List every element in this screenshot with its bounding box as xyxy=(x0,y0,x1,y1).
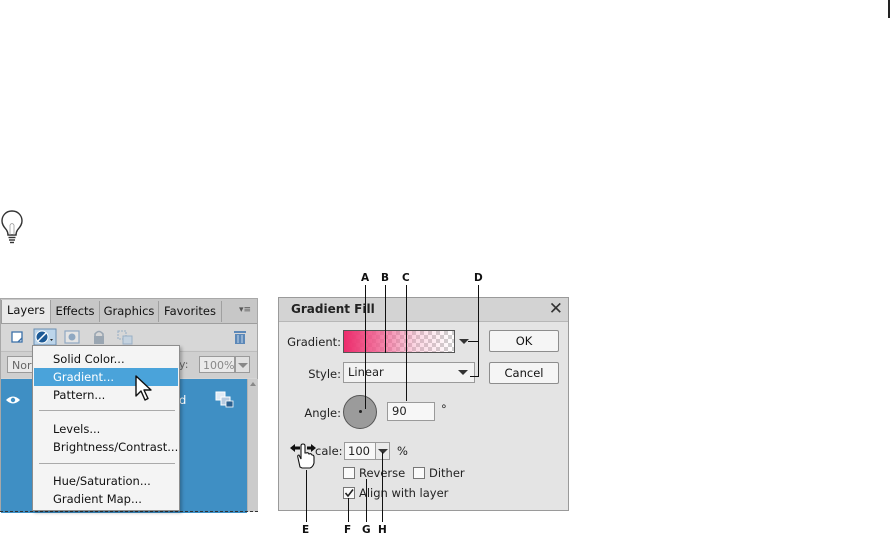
opacity-label: y: xyxy=(179,358,189,371)
adjustment-layer-icon[interactable] xyxy=(33,328,57,346)
mouse-pointer-icon xyxy=(135,375,152,401)
dither-label: Dither xyxy=(429,466,465,480)
callout-a: A xyxy=(361,272,370,284)
gradient-label: Gradient: xyxy=(287,335,341,349)
callout-f-line xyxy=(348,498,349,522)
layer-mask-icon[interactable] xyxy=(63,328,81,346)
callout-g-line xyxy=(366,479,367,522)
dialog-titlebar[interactable]: Gradient Fill ✕ xyxy=(279,298,568,322)
cancel-button[interactable]: Cancel xyxy=(489,362,559,384)
lock-icon[interactable] xyxy=(90,328,108,346)
menu-separator xyxy=(39,463,175,464)
callout-a-line xyxy=(365,285,366,409)
menu-item-solid-color[interactable]: Solid Color... xyxy=(53,352,125,366)
new-layer-icon[interactable] xyxy=(9,328,27,346)
chevron-down-icon xyxy=(458,370,468,375)
scroll-up-icon[interactable] xyxy=(250,382,256,386)
layer-name: d xyxy=(179,393,187,407)
callout-d-branch-1 xyxy=(468,341,479,342)
angle-dial-center xyxy=(359,410,362,413)
blend-mode-select[interactable]: Nor xyxy=(7,356,37,373)
panel-cut-line xyxy=(0,511,258,512)
page-edge-mark xyxy=(888,0,890,18)
scale-unit: % xyxy=(397,444,408,458)
scale-input[interactable]: 100 xyxy=(344,442,376,460)
gradient-dropdown-icon[interactable] xyxy=(459,339,469,344)
menu-item-levels[interactable]: Levels... xyxy=(53,422,101,436)
callout-g: G xyxy=(362,524,371,536)
callout-d: D xyxy=(474,272,483,284)
callout-b-line xyxy=(385,285,386,353)
menu-item-pattern[interactable]: Pattern... xyxy=(53,388,106,402)
menu-item-hue-saturation[interactable]: Hue/Saturation... xyxy=(53,474,151,488)
angle-label: Angle: xyxy=(304,406,341,420)
adjustment-layer-menu: Solid Color... Gradient... Pattern... Le… xyxy=(32,345,180,511)
callout-c-line xyxy=(406,285,407,401)
callout-h-line xyxy=(382,452,383,522)
callout-d-branch-2 xyxy=(470,376,479,377)
tab-layers[interactable]: Layers xyxy=(1,300,51,323)
tab-effects[interactable]: Effects xyxy=(51,301,100,322)
tab-graphics[interactable]: Graphics xyxy=(100,301,159,322)
menu-item-gradient[interactable]: Gradient... xyxy=(34,368,178,386)
opacity-input[interactable]: 100% xyxy=(199,356,235,373)
angle-unit: ° xyxy=(441,402,447,416)
dither-checkbox[interactable] xyxy=(413,467,425,479)
style-label: Style: xyxy=(308,367,341,381)
callout-e-line xyxy=(306,470,307,522)
scrubby-hand-cursor-icon xyxy=(290,443,316,469)
trash-icon[interactable] xyxy=(231,328,249,346)
gradient-swatch[interactable] xyxy=(343,330,455,353)
link-icon[interactable] xyxy=(116,328,134,346)
chevron-down-icon xyxy=(238,363,248,368)
callout-e: E xyxy=(302,524,310,536)
callout-f: F xyxy=(344,524,352,536)
align-with-layer-label: Align with layer xyxy=(359,486,449,500)
style-select[interactable]: Linear xyxy=(343,362,475,383)
align-with-layer-checkbox[interactable] xyxy=(343,487,355,499)
layer-lock-link-icon xyxy=(215,391,234,408)
layers-scrollbar[interactable] xyxy=(247,379,258,511)
ok-button[interactable]: OK xyxy=(489,330,559,352)
checkmark-icon xyxy=(344,489,354,498)
chevron-down-icon xyxy=(378,449,388,454)
close-icon[interactable]: ✕ xyxy=(548,299,563,319)
lightbulb-icon xyxy=(1,210,23,244)
callout-b: B xyxy=(381,272,390,284)
tab-favorites[interactable]: Favorites xyxy=(159,301,222,322)
angle-input[interactable]: 90 xyxy=(387,402,435,421)
menu-separator xyxy=(39,410,175,411)
panel-tabs: Layers Effects Graphics Favorites ▾≡ xyxy=(1,299,257,324)
scale-label: cale: xyxy=(315,444,343,458)
opacity-dropdown-button[interactable] xyxy=(235,356,250,373)
angle-dial[interactable] xyxy=(343,395,377,429)
panel-menu-icon[interactable]: ▾≡ xyxy=(238,305,251,315)
reverse-checkbox[interactable] xyxy=(343,467,355,479)
callout-d-line xyxy=(478,285,479,377)
callout-h: H xyxy=(378,524,387,536)
menu-item-brightness-contrast[interactable]: Brightness/Contrast... xyxy=(53,440,179,454)
menu-item-gradient-map[interactable]: Gradient Map... xyxy=(53,492,142,506)
gradient-fill-dialog: Gradient Fill ✕ Gradient: Style: Linear … xyxy=(278,297,569,511)
eye-icon[interactable] xyxy=(5,394,21,406)
callout-c: C xyxy=(402,272,410,284)
dialog-title: Gradient Fill xyxy=(291,302,375,316)
